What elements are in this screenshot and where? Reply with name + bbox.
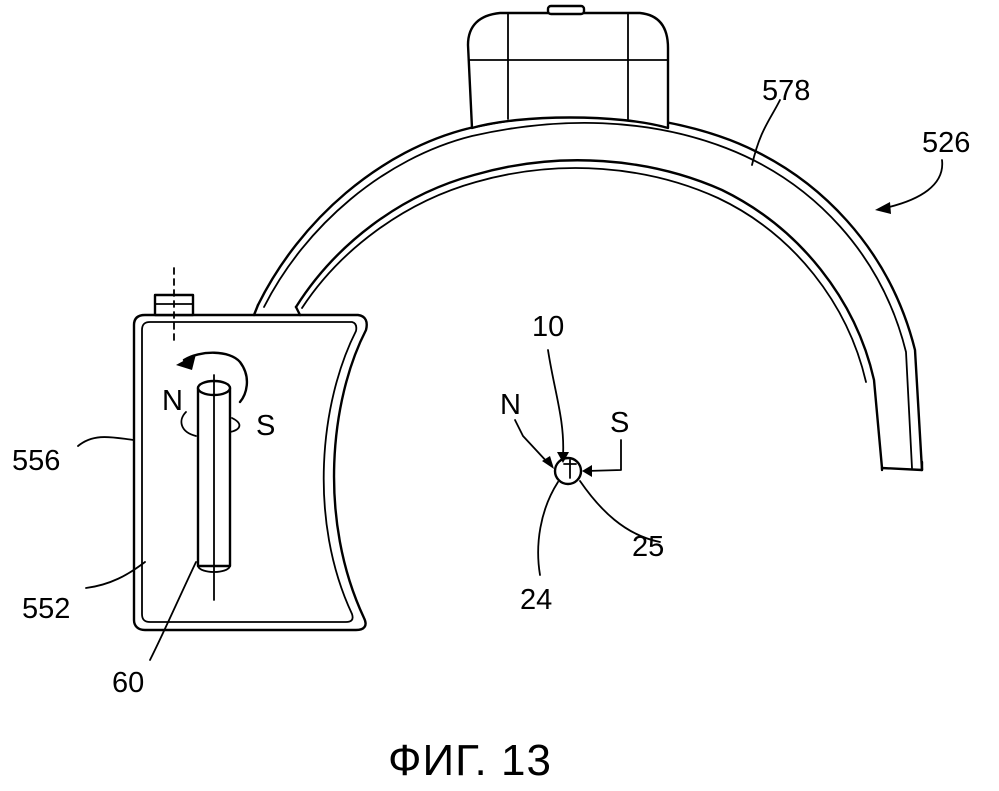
label-n-magnet: N bbox=[162, 385, 183, 417]
cylinder-magnet-60 bbox=[198, 375, 230, 600]
label-578: 578 bbox=[762, 75, 810, 107]
label-60: 60 bbox=[112, 667, 144, 699]
label-552: 552 bbox=[22, 593, 70, 625]
figure-caption: ФИГ. 13 bbox=[388, 736, 552, 785]
top-housing bbox=[468, 6, 668, 128]
label-25: 25 bbox=[632, 531, 664, 563]
label-10: 10 bbox=[532, 311, 564, 343]
c-arm-578 bbox=[258, 115, 922, 470]
label-556: 556 bbox=[12, 445, 60, 477]
label-526: 526 bbox=[922, 127, 970, 159]
label-n-target: N bbox=[500, 389, 521, 421]
label-s-target: S bbox=[610, 407, 629, 439]
label-s-magnet: S bbox=[256, 410, 275, 442]
magnet-housing-552 bbox=[134, 268, 367, 630]
label-24: 24 bbox=[520, 584, 552, 616]
